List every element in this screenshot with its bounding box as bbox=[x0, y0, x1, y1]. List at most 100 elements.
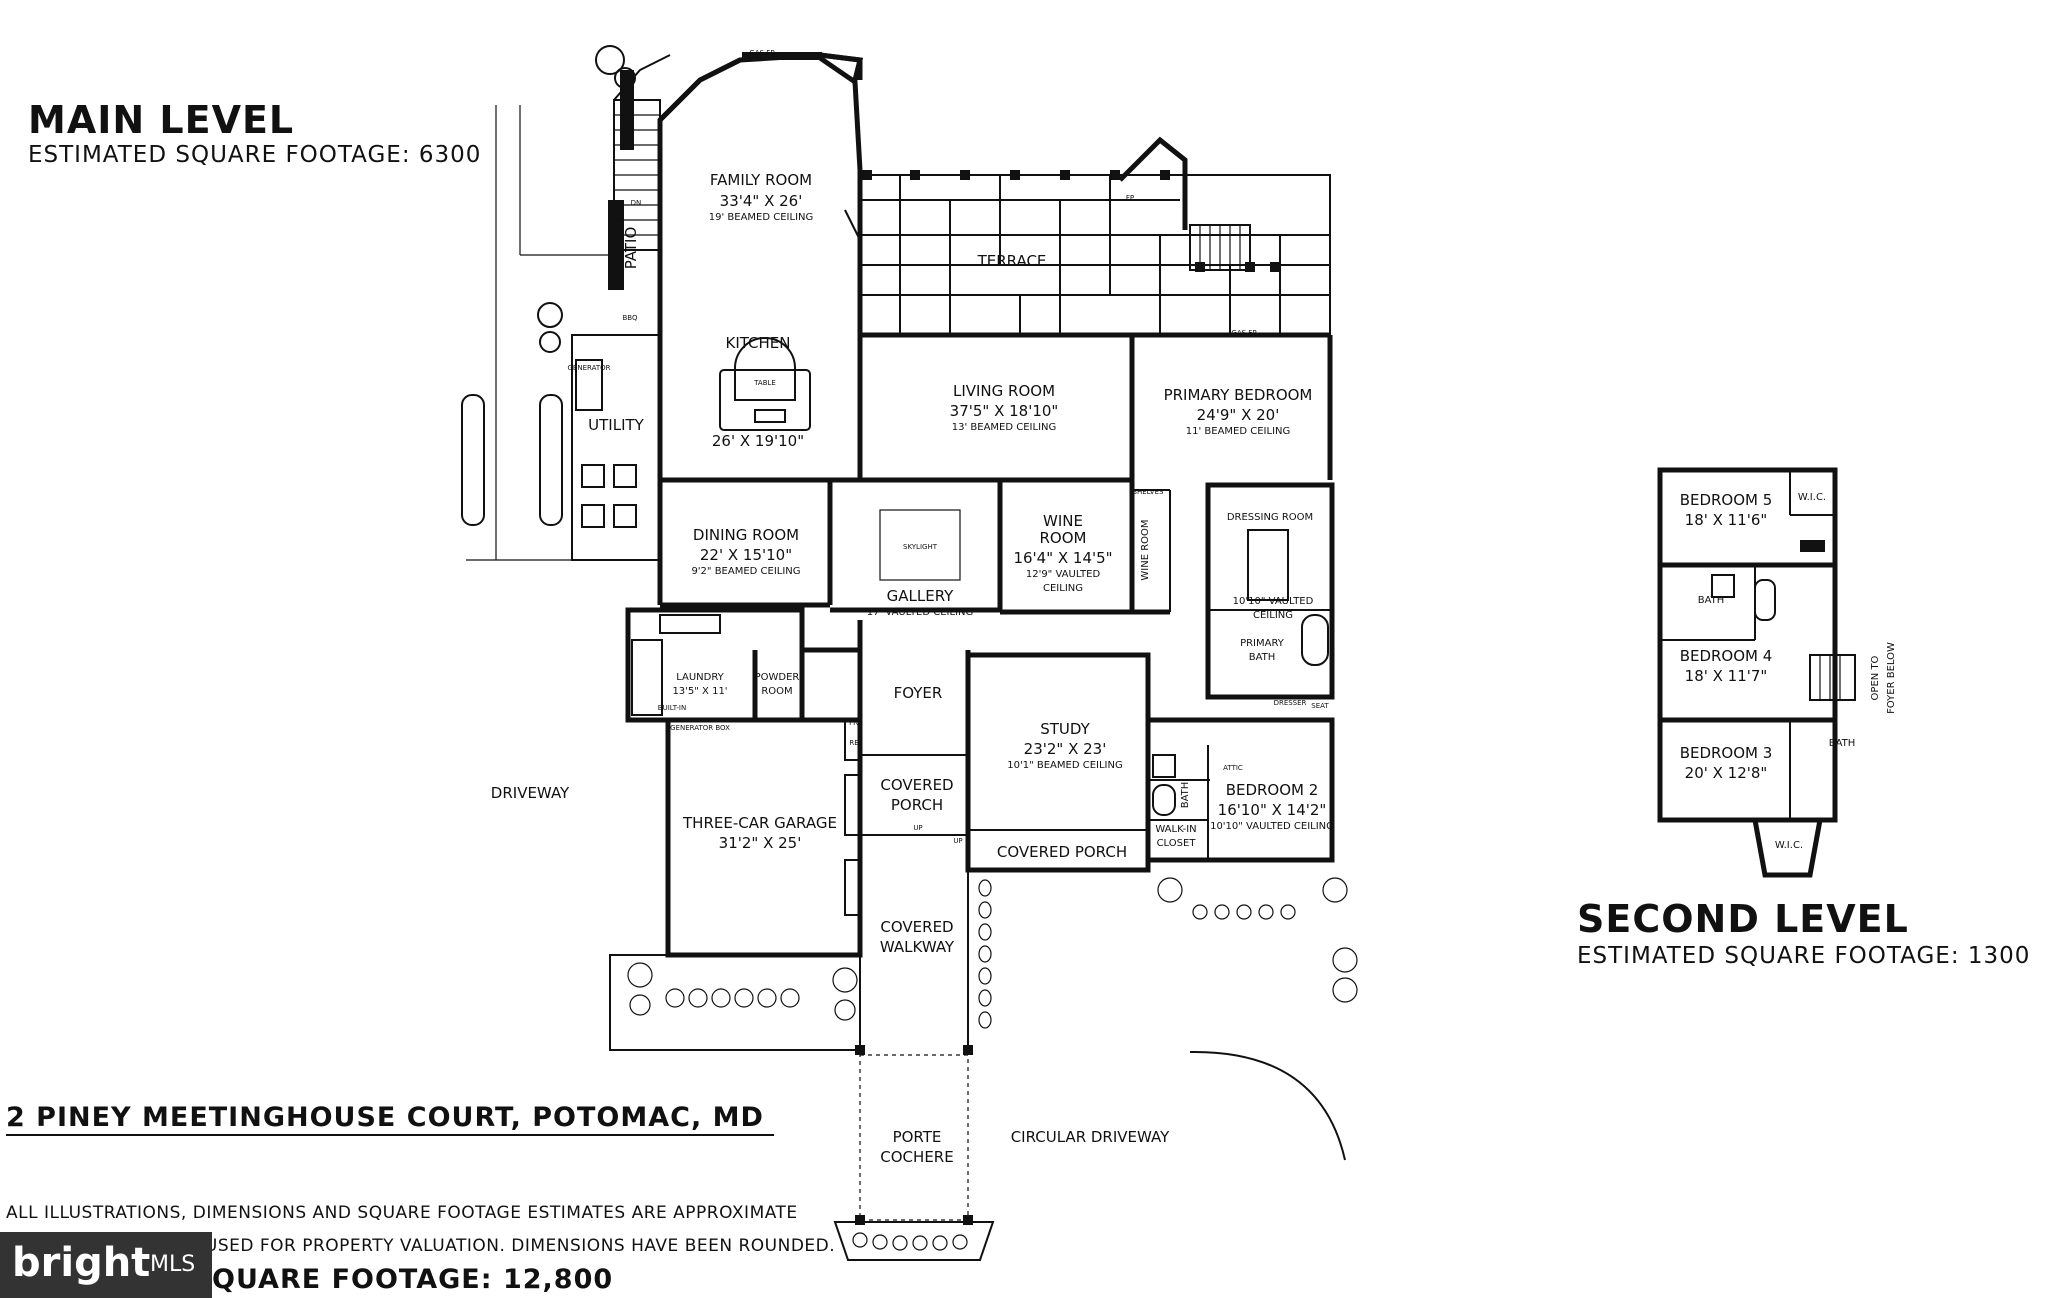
address-underline bbox=[6, 1134, 774, 1136]
label-kitchen: KITCHEN bbox=[726, 334, 791, 352]
label-wic-3: W.I.C. bbox=[1775, 840, 1803, 851]
label-wic-5: W.I.C. bbox=[1798, 492, 1826, 503]
shrub-row-left bbox=[461, 45, 636, 526]
label-attic: ATTIC bbox=[1223, 764, 1243, 772]
label-dresser: DRESSER bbox=[1274, 699, 1307, 707]
dim-wine-room: 16'4" X 14'5" bbox=[1013, 549, 1112, 567]
label-covered-porch-b: COVERED PORCH bbox=[997, 843, 1127, 861]
label-seat: SEAT bbox=[1311, 702, 1329, 710]
label-dn-patio: DN bbox=[631, 199, 642, 207]
label-utility: UTILITY bbox=[588, 416, 645, 434]
dim-bedroom-2: 16'10" X 14'2" bbox=[1218, 801, 1327, 819]
patio-stairs bbox=[613, 54, 671, 251]
porte-shrubs bbox=[852, 1232, 968, 1251]
terrace-paving bbox=[859, 170, 1331, 336]
label-walkin-2: CLOSET bbox=[1157, 838, 1197, 849]
label-bedroom-2: BEDROOM 2 bbox=[1226, 781, 1319, 799]
label-foyer: FOYER bbox=[894, 684, 943, 702]
note-dressing-2: CEILING bbox=[1253, 610, 1293, 621]
label-powder-1: POWDER bbox=[755, 672, 800, 683]
label-bedroom-3: BEDROOM 3 bbox=[1680, 744, 1773, 762]
disclaimer-line-1: ALL ILLUSTRATIONS, DIMENSIONS AND SQUARE… bbox=[6, 1203, 798, 1223]
label-porte-2: COCHERE bbox=[880, 1148, 953, 1166]
label-primary-bath-2: BATH bbox=[1249, 652, 1276, 663]
label-covered-porch-a-2: PORCH bbox=[891, 796, 943, 814]
label-shelves: SHELVES bbox=[1133, 488, 1164, 496]
second-level-walls bbox=[1657, 467, 1856, 878]
note-dining-room: 9'2" BEAMED CEILING bbox=[691, 566, 800, 577]
label-open-to-2: FOYER BELOW bbox=[1886, 642, 1897, 714]
label-covered-walkway-2: WALKWAY bbox=[880, 938, 955, 956]
label-porte-1: PORTE bbox=[893, 1128, 942, 1146]
main-level-sqft: ESTIMATED SQUARE FOOTAGE: 6300 bbox=[28, 142, 482, 168]
label-laundry: LAUNDRY bbox=[676, 672, 724, 683]
label-fp-terrace: FP bbox=[1126, 194, 1134, 202]
label-bedroom-5: BEDROOM 5 bbox=[1680, 491, 1773, 509]
garden-bed bbox=[609, 954, 861, 1051]
disclaimer-line-2: AND SHOULD NOT BE USED FOR PROPERTY VALU… bbox=[6, 1236, 836, 1256]
note-primary-bedroom: 11' BEAMED CEILING bbox=[1186, 426, 1291, 437]
main-body-walls bbox=[571, 260, 1335, 958]
logo-suffix: MLS bbox=[150, 1252, 196, 1277]
dim-kitchen: 26' X 19'10" bbox=[712, 432, 804, 450]
label-driveway: DRIVEWAY bbox=[491, 784, 570, 802]
label-dining-room: DINING ROOM bbox=[693, 526, 799, 544]
second-level-title: SECOND LEVEL bbox=[1577, 897, 1909, 941]
dim-primary-bedroom: 24'9" X 20' bbox=[1197, 406, 1280, 424]
label-gas-fp-bedroom: GAS FP bbox=[1231, 329, 1256, 337]
label-circular-driveway: CIRCULAR DRIVEWAY bbox=[1011, 1128, 1170, 1146]
kitchen-island bbox=[719, 337, 811, 431]
label-kitchen-table: TABLE bbox=[753, 379, 776, 387]
note-bedroom-2: 10'10" VAULTED CEILING bbox=[1210, 821, 1334, 832]
dim-bedroom-4: 18' X 11'7" bbox=[1685, 667, 1768, 685]
label-gallery: GALLERY bbox=[887, 587, 955, 605]
landscape-lines bbox=[461, 45, 660, 561]
note-wine-2: CEILING bbox=[1043, 583, 1083, 594]
label-dressing-room: DRESSING ROOM bbox=[1227, 512, 1313, 523]
label-wine-1: WINE bbox=[1043, 512, 1083, 530]
label-up-porch: UP bbox=[913, 824, 922, 832]
label-covered-walkway-1: COVERED bbox=[880, 918, 953, 936]
label-terrace: TERRACE bbox=[977, 252, 1047, 270]
label-gas-fp-family: GAS FP bbox=[749, 49, 774, 57]
label-primary-bath-1: PRIMARY bbox=[1240, 638, 1285, 649]
label-garage: THREE-CAR GARAGE bbox=[682, 814, 837, 832]
note-wine-1: 12'9" VAULTED bbox=[1026, 569, 1101, 580]
label-wine-2: ROOM bbox=[1040, 529, 1087, 547]
label-covered-porch-a-1: COVERED bbox=[880, 776, 953, 794]
dim-study: 23'2" X 23' bbox=[1024, 740, 1107, 758]
note-family-room: 19' BEAMED CEILING bbox=[709, 212, 814, 223]
dim-family-room: 33'4" X 26' bbox=[720, 192, 803, 210]
label-ref-garage: REF bbox=[849, 739, 862, 747]
label-powder-2: ROOM bbox=[761, 686, 792, 697]
note-living-room: 13' BEAMED CEILING bbox=[952, 422, 1057, 433]
label-patio: PATIO bbox=[622, 227, 640, 270]
dim-dining-room: 22' X 15'10" bbox=[700, 546, 792, 564]
label-wine-side: WINE ROOM bbox=[1140, 519, 1151, 580]
room-labels: FAMILY ROOM 33'4" X 26' 19' BEAMED CEILI… bbox=[491, 49, 1897, 1166]
label-bath-2: BATH bbox=[1698, 595, 1725, 606]
logo-word: bright bbox=[12, 1240, 151, 1286]
address-line: 2 PINEY MEETINGHOUSE COURT, POTOMAC, MD bbox=[6, 1102, 764, 1133]
dim-living-room: 37'5" X 18'10" bbox=[950, 402, 1059, 420]
second-level-sqft: ESTIMATED SQUARE FOOTAGE: 1300 bbox=[1577, 943, 2031, 969]
label-generator: GENERATOR bbox=[568, 364, 611, 372]
dim-garage: 31'2" X 25' bbox=[719, 834, 802, 852]
label-bbq: BBQ bbox=[622, 314, 638, 322]
label-open-to-1: OPEN TO bbox=[1870, 655, 1881, 700]
label-primary-bedroom: PRIMARY BEDROOM bbox=[1164, 386, 1313, 404]
label-study: STUDY bbox=[1040, 720, 1090, 738]
main-level-title: MAIN LEVEL bbox=[28, 98, 295, 142]
note-study: 10'1" BEAMED CEILING bbox=[1007, 760, 1122, 771]
note-dressing-1: 10'10" VAULTED bbox=[1233, 596, 1314, 607]
label-frz: FRZ bbox=[849, 719, 863, 727]
label-walkin-1: WALK-IN bbox=[1155, 824, 1196, 835]
total-sqft: QUARE FOOTAGE: 12,800 bbox=[212, 1264, 614, 1295]
terrace-fireplace-stair bbox=[1118, 136, 1251, 271]
label-living-room: LIVING ROOM bbox=[953, 382, 1055, 400]
label-bath-3: BATH bbox=[1829, 738, 1856, 749]
label-family-room: FAMILY ROOM bbox=[710, 171, 812, 189]
label-up-study: UP bbox=[953, 837, 962, 845]
label-bedroom-4: BEDROOM 4 bbox=[1680, 647, 1773, 665]
